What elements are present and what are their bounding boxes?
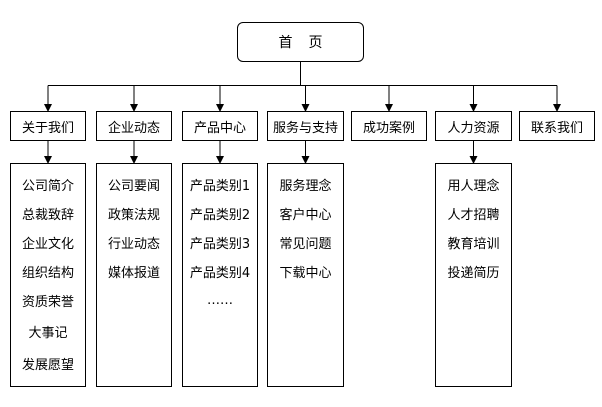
list-item: 用人理念 xyxy=(447,179,500,194)
category-node-services: 服务与支持 xyxy=(267,111,344,141)
subitem-list-news: 公司要闻 政策法规 行业动态 媒体报道 xyxy=(96,163,172,387)
list-item: 产品类别3 xyxy=(189,237,251,252)
list-item: 投递简历 xyxy=(447,266,500,281)
category-label: 成功案例 xyxy=(362,120,415,136)
list-item: 客户中心 xyxy=(279,208,332,223)
category-node-hr: 人力资源 xyxy=(435,111,512,141)
list-item: 政策法规 xyxy=(107,208,160,223)
subitem-list-products: 产品类别1 产品类别2 产品类别3 产品类别4 …… xyxy=(182,163,258,387)
list-item: 资质荣誉 xyxy=(21,295,74,310)
list-item: …… xyxy=(207,293,233,308)
root-node-home: 首页 xyxy=(237,22,364,62)
list-item: 产品类别2 xyxy=(189,208,251,223)
list-item: 下载中心 xyxy=(279,266,332,281)
list-item: 产品类别4 xyxy=(189,266,251,281)
list-item: 公司要闻 xyxy=(107,179,160,194)
category-node-cases: 成功案例 xyxy=(351,111,427,141)
root-node-label: 首页 xyxy=(278,35,339,51)
list-item: 组织结构 xyxy=(21,266,74,281)
subitem-list-hr: 用人理念 人才招聘 教育培训 投递简历 xyxy=(435,163,512,387)
list-item: 教育培训 xyxy=(447,237,500,252)
category-label: 联系我们 xyxy=(530,120,583,136)
list-item: 企业文化 xyxy=(21,237,74,252)
category-node-products: 产品中心 xyxy=(182,111,258,141)
category-label: 产品中心 xyxy=(193,120,246,136)
list-item: 公司简介 xyxy=(21,179,74,194)
category-node-news: 企业动态 xyxy=(96,111,172,141)
list-item: 服务理念 xyxy=(279,179,332,194)
category-node-contact: 联系我们 xyxy=(519,111,595,141)
category-label: 服务与支持 xyxy=(272,120,338,136)
list-item: 行业动态 xyxy=(107,237,160,252)
list-item: 发展愿望 xyxy=(21,358,74,373)
list-item: 大事记 xyxy=(28,326,68,341)
subitem-list-about: 公司简介 总裁致辞 企业文化 组织结构 资质荣誉 大事记 发展愿望 xyxy=(10,163,86,387)
list-item: 人才招聘 xyxy=(447,208,500,223)
list-item: 总裁致辞 xyxy=(21,208,74,223)
subitem-list-services: 服务理念 客户中心 常见问题 下载中心 xyxy=(267,163,344,387)
category-label: 关于我们 xyxy=(21,120,74,136)
list-item: 产品类别1 xyxy=(189,179,251,194)
category-label: 企业动态 xyxy=(107,120,160,136)
list-item: 常见问题 xyxy=(279,237,332,252)
list-item: 媒体报道 xyxy=(107,266,160,281)
category-label: 人力资源 xyxy=(447,120,500,136)
category-node-about: 关于我们 xyxy=(10,111,86,141)
